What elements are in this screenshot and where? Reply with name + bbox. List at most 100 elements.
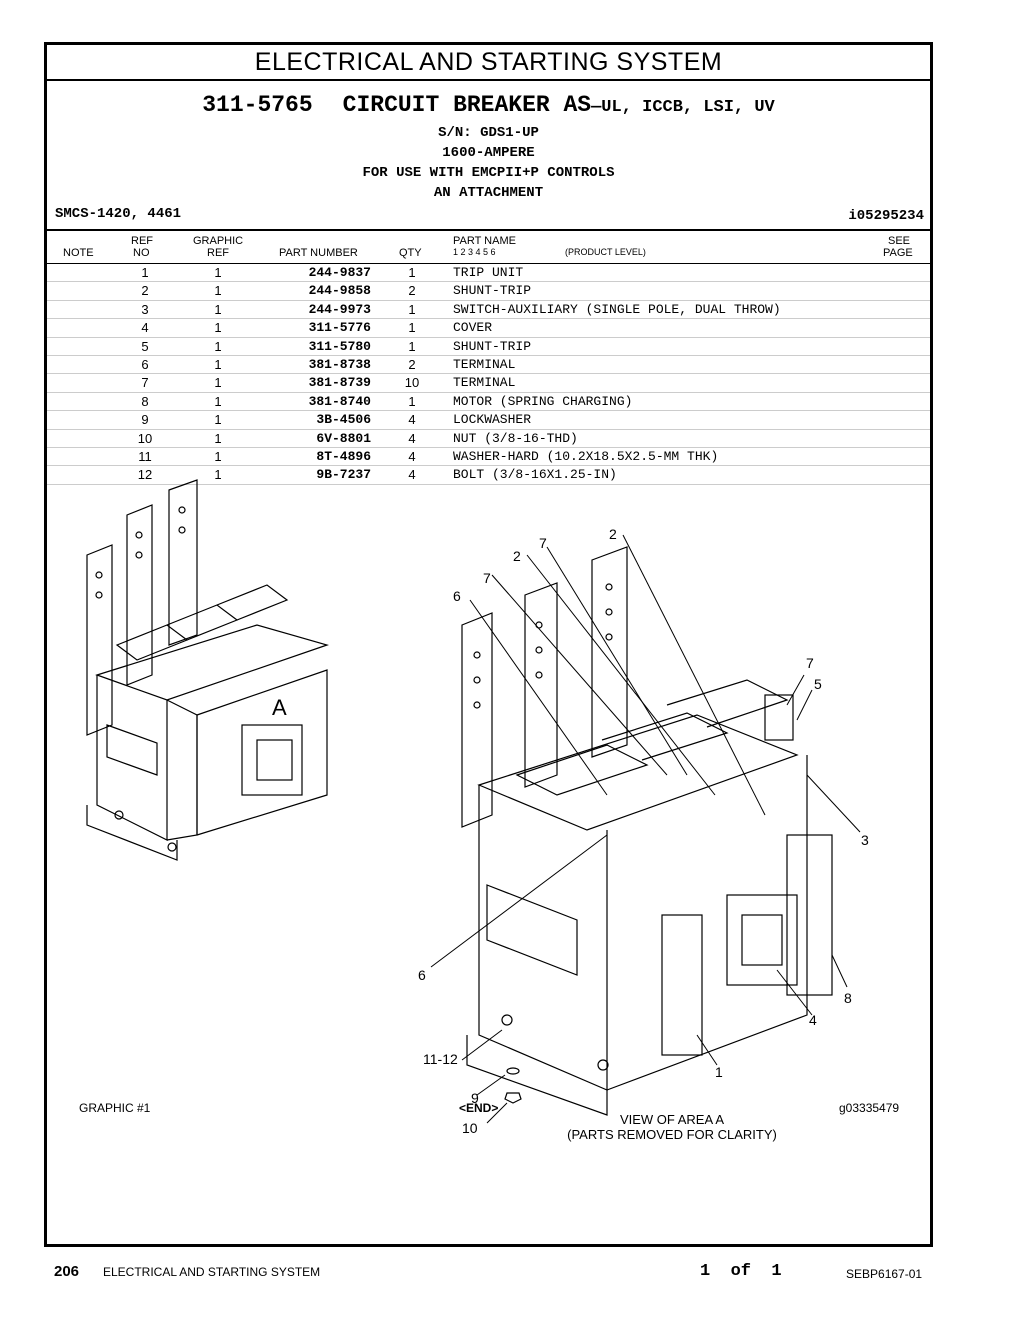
callout-6b: 6 (418, 967, 426, 983)
part-number: 244-9973 (308, 301, 371, 317)
area-label: A (272, 695, 287, 720)
callout-7c: 7 (806, 655, 814, 671)
breaker-detail-drawing (461, 546, 833, 1116)
view-caption-line1: VIEW OF AREA A (620, 1112, 724, 1127)
callout-4: 4 (809, 1012, 817, 1028)
table-row: 6 1 381-8738 2 TERMINAL (47, 356, 930, 375)
quantity: 4 (408, 430, 416, 446)
ref-no: 5 (141, 338, 149, 354)
page-number: 206 (54, 1263, 80, 1280)
end-marker: <END> (459, 1101, 499, 1115)
graphic-ref: 1 (214, 283, 222, 299)
header-note: NOTE (63, 247, 94, 259)
graphic-ref: 1 (214, 412, 222, 428)
table-header: NOTE REF NO GRAPHIC REF PART NUMBER QTY … (47, 229, 930, 264)
usage-note: FOR USE WITH EMCPII+P CONTROLS (362, 165, 615, 181)
quantity: 4 (408, 448, 416, 464)
part-name: TRIP UNIT (453, 265, 524, 280)
group-part-number: 311-5765 (202, 92, 313, 118)
document-id: i05295234 (848, 208, 924, 224)
graphic-ref: 1 (214, 356, 222, 372)
graphic-ref: 1 (214, 338, 222, 354)
graphic-id: g03335479 (839, 1101, 900, 1115)
serial-number: S/N: GDS1-UP (438, 125, 539, 141)
header-ref-top: REF (131, 235, 153, 247)
ref-no: 6 (141, 356, 149, 372)
part-number: 311-5776 (308, 320, 371, 336)
ref-no: 9 (141, 412, 149, 428)
part-number: 381-8738 (308, 356, 371, 372)
part-name: TERMINAL (453, 375, 516, 391)
part-name: NUT (3/8-16-THD) (453, 430, 578, 446)
graphic-ref: 1 (214, 320, 222, 336)
ref-no: 7 (141, 375, 149, 391)
group-name: CIRCUIT BREAKER AS (342, 92, 592, 118)
quantity: 2 (408, 356, 416, 372)
publication-number: SEBP6167-01 (846, 1267, 923, 1281)
header-graphic-top: GRAPHIC (193, 235, 244, 247)
graphic-ref: 1 (214, 430, 222, 446)
ref-no: 10 (137, 430, 153, 446)
quantity: 2 (408, 283, 416, 299)
quantity: 1 (408, 338, 416, 354)
part-name: TERMINAL (453, 356, 516, 372)
part-number: 8T-4896 (316, 448, 371, 464)
quantity: 10 (404, 375, 420, 391)
header-qty: QTY (399, 247, 422, 259)
part-name: SHUNT-TRIP (453, 283, 532, 299)
part-name: BOLT (3/8-16X1.25-IN) (453, 467, 617, 483)
header-see-top: SEE (888, 235, 911, 247)
part-name: MOTOR (SPRING CHARGING) (453, 393, 633, 409)
header-product-level: (PRODUCT LEVEL) (565, 247, 646, 257)
graphic-ref: 1 (214, 265, 222, 280)
page-of: 1 of 1 (700, 1262, 782, 1281)
ref-no: 2 (141, 283, 149, 299)
quantity: 1 (408, 320, 416, 336)
table-row: 5 1 311-5780 1 SHUNT-TRIP (47, 338, 930, 356)
callout-numbers: 2 7 2 7 6 7 5 3 8 4 1 6 11-12 9 10 (418, 526, 869, 1136)
part-number: 381-8740 (308, 393, 371, 409)
header-levels: 1 2 3 4 5 6 (453, 247, 496, 257)
part-number: 311-5780 (308, 338, 371, 354)
callout-leaders (430, 534, 861, 1124)
header-see-bottom: PAGE (883, 247, 913, 259)
page-footer: 206 ELECTRICAL AND STARTING SYSTEM 1 of … (0, 1258, 1020, 1288)
header-ref-bottom: NO (133, 247, 150, 259)
header-graphic-bottom: REF (207, 247, 229, 259)
graphic-ref: 1 (214, 301, 222, 317)
callout-6a: 6 (453, 588, 461, 604)
smcs-code: SMCS-1420, 4461 (55, 206, 182, 222)
graphic-ref: 1 (214, 375, 222, 391)
callout-9: 9 (471, 1090, 479, 1106)
part-number: 9B-7237 (316, 467, 371, 483)
graphic-ref: 1 (214, 448, 222, 464)
quantity: 1 (408, 393, 416, 409)
callout-5: 5 (814, 676, 822, 692)
quantity: 1 (408, 301, 416, 317)
graphic-ref: 1 (214, 467, 222, 483)
ref-no: 11 (138, 448, 152, 464)
callout-7a: 7 (539, 535, 547, 551)
callout-1: 1 (715, 1064, 723, 1080)
part-number: 3B-4506 (316, 412, 371, 428)
part-name: WASHER-HARD (10.2X18.5X2.5-MM THK) (453, 448, 719, 464)
graphic-number: GRAPHIC #1 (79, 1101, 151, 1115)
ref-no: 3 (141, 301, 149, 317)
ref-no: 12 (137, 467, 153, 483)
ref-no: 1 (141, 265, 149, 280)
callout-2a: 2 (609, 526, 617, 542)
callout-3: 3 (861, 832, 869, 848)
quantity: 1 (408, 265, 416, 280)
callout-11-12: 11-12 (423, 1051, 458, 1067)
part-name: SHUNT-TRIP (453, 338, 532, 354)
